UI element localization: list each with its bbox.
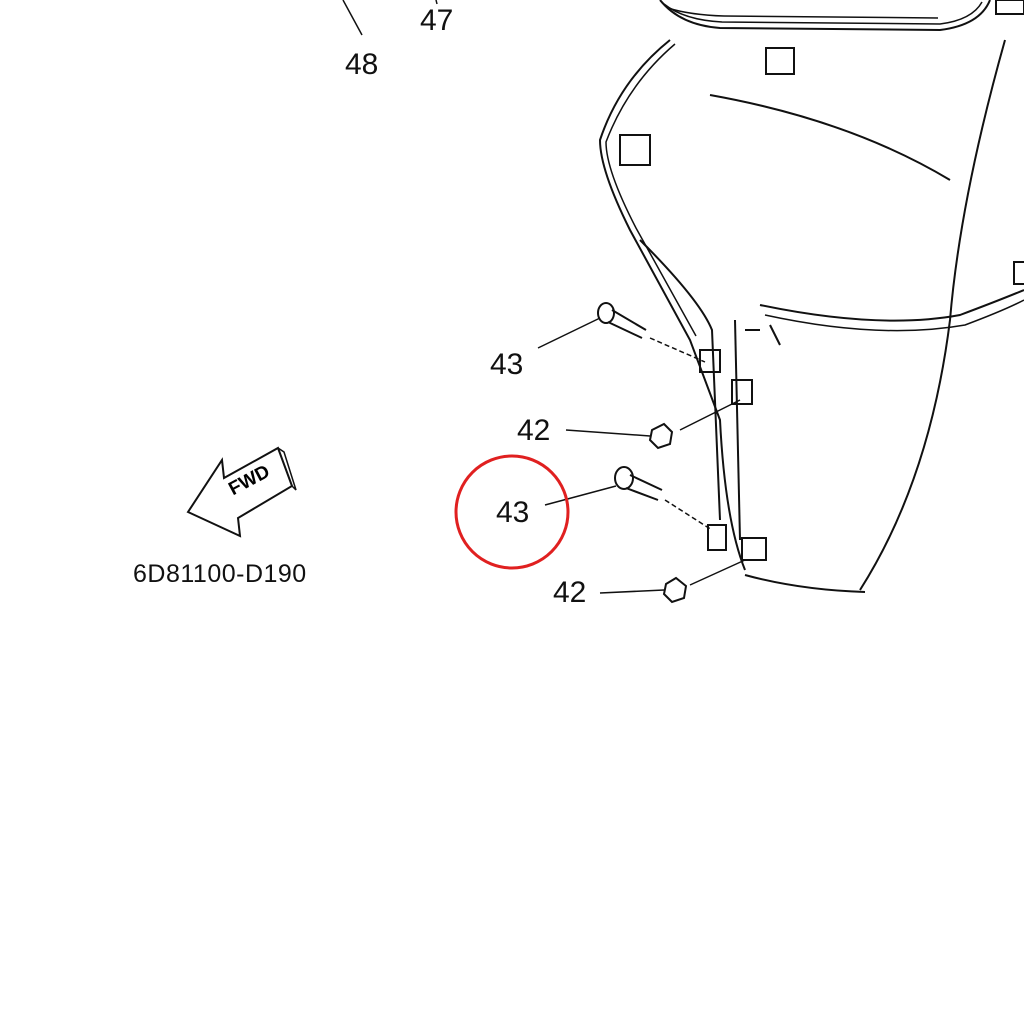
callout-43-lower: 43: [496, 496, 530, 529]
bolt-43-upper: [597, 302, 706, 363]
nut-42-upper: [648, 399, 741, 450]
nut-42-lower: [662, 559, 746, 604]
part-code: 6D81100-D190: [133, 560, 307, 588]
bolt-43-lower: [614, 466, 713, 531]
callout-42-upper: 42: [517, 414, 551, 447]
lower-casing: [598, 39, 1024, 593]
leader-lines: [342, 0, 665, 594]
callout-48: 48: [345, 48, 379, 81]
callout-47: 47: [420, 4, 454, 37]
top-cowling-band: [659, 0, 1024, 32]
fwd-arrow-icon: [186, 446, 297, 538]
callout-42-lower: 42: [553, 576, 587, 609]
callout-43-upper: 43: [490, 348, 524, 381]
highlight-circle: [454, 454, 570, 570]
